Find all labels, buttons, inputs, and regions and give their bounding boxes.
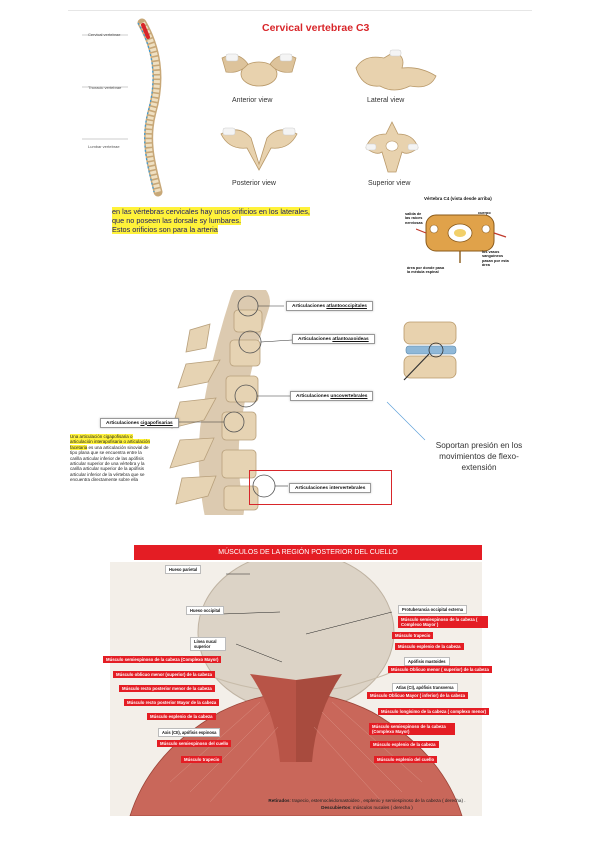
label-hueso-parietal: Hueso parietal: [165, 565, 202, 574]
label-right-longisimo: Músculo longísimo de la cabeza ( complex…: [378, 708, 490, 715]
label-hueso-occipital: Hueso occipital: [186, 606, 225, 615]
label-uncovertebrales: Articulaciones uncovertebrales: [290, 391, 374, 401]
label-left-semiespinoso-cabeza: Músculo semiespinoso de la cabeza (Compl…: [103, 656, 222, 663]
c4-label-salida: salida de las raíces nerviosas: [405, 212, 423, 225]
label-right-esplenio-cuello: Músculo esplenio del cuello: [374, 756, 438, 763]
posterior-view-caption: Posterior view: [232, 180, 276, 187]
posterior-neck-muscles-image: [110, 562, 482, 816]
c4-title: Vértebra C4 (vista desde arriba): [424, 196, 492, 201]
label-right-esplenio-cabeza: Músculo esplenio de la cabeza: [395, 643, 464, 650]
superior-view-image: [365, 121, 419, 173]
superior-view-caption: Superior view: [368, 180, 411, 187]
label-right-semiespinoso-cabeza-2: Músculo semiespinoso de la cabeza (Compl…: [369, 723, 455, 735]
top-divider: [68, 10, 532, 11]
label-right-oblicuo-inferior: Músculo Oblicuo Mayor ( inferior) de la …: [367, 692, 469, 699]
label-axis: Axis (CII), apófisis espinosa: [158, 728, 221, 737]
label-atlantooccipitales: Articulaciones atlantooccipitales: [286, 301, 373, 311]
label-left-oblicuo-superior: Músculo oblicuo menor (superior) de la c…: [113, 671, 215, 678]
c4-label-cuerpo: cuerpo: [478, 211, 491, 215]
label-left-trapecio: Músculo trapecio: [181, 756, 223, 763]
cervical-spine-lateral-image: [169, 290, 293, 515]
label-right-semiespinoso-cabeza: Músculo semiespinoso de la cabeza ( Comp…: [398, 616, 488, 628]
label-left-semiespinoso-cuello: Músculo semiespinoso del cuello: [157, 740, 232, 747]
label-cigapofisarias: Articulaciones cigapofisarias: [100, 418, 179, 428]
support-note: Soportan presión en los movimientos de f…: [435, 441, 523, 472]
label-linea-nucal: Línea nucal superior: [190, 637, 226, 651]
spine-label-thoracic: Thoracic vertebrae: [88, 85, 122, 90]
c3-title: Cervical vertebrae C3: [262, 22, 370, 34]
spine-illustration: [82, 18, 163, 197]
label-atlas: Atlas (CI), apófisis transversa: [392, 683, 458, 692]
label-apofisis-mastoides: Apófisis mastoides: [404, 657, 450, 666]
anterior-view-caption: Anterior view: [232, 97, 273, 104]
intervertebral-highlight-frame: [249, 470, 392, 505]
cigapofisaria-description: Una articulación cigapofisaria o articul…: [70, 434, 151, 483]
label-left-recto-mayor: Músculo recto posterior Mayor de la cabe…: [124, 699, 220, 706]
note-line-2: que no poseen las dorsale sy lumbares.: [112, 216, 241, 226]
muscles-banner: MÚSCULOS DE LA REGIÓN POSTERIOR DEL CUEL…: [134, 545, 482, 560]
lateral-view-caption: Lateral view: [367, 97, 405, 104]
posterior-view-image: [220, 127, 298, 171]
spine-label-lumbar: Lumbar vertebrae: [88, 144, 120, 149]
muscles-footnote: Retirados: trapecio, esternocleidomastoi…: [268, 798, 466, 810]
c4-label-medula: área por donde pasa la médula espinal: [407, 266, 445, 275]
label-left-recto-menor: Músculo recto posterior menor de la cabe…: [119, 685, 215, 692]
label-left-esplenio-cabeza: Músculo esplenio de la cabeza: [147, 713, 216, 720]
pointer-line: [386, 401, 426, 441]
disc-zoom-image: [403, 321, 457, 381]
note-line-1: en las vértebras cervicales hay unos ori…: [112, 207, 310, 216]
label-atlantoaxoideas: Articulaciones atlantoaxoideas: [292, 334, 375, 344]
label-intervertebrales: Articulaciones intervertebrales: [289, 483, 372, 493]
spine-label-cervical: Cervical vertebrae: [88, 32, 121, 37]
label-protuberancia: Protuberancia occipital externa: [398, 605, 467, 614]
label-right-trapecio: Músculo trapecio: [392, 632, 434, 639]
label-right-esplenio-cabeza-2: Músculo esplenio de la cabeza: [370, 741, 439, 748]
cervical-orifices-note: en las vértebras cervicales hay unos ori…: [112, 207, 350, 235]
c4-vertebra-image: [416, 214, 507, 263]
c4-label-vasos: los vasos sanguíneos pasan por esta área: [482, 250, 509, 268]
lateral-view-image: [355, 49, 437, 91]
label-right-oblicuo-superior: Músculo Oblicuo menor ( superior) de la …: [388, 666, 492, 673]
note-line-3: Estos orificios son para la arteria: [112, 225, 218, 235]
anterior-view-image: [221, 53, 297, 87]
